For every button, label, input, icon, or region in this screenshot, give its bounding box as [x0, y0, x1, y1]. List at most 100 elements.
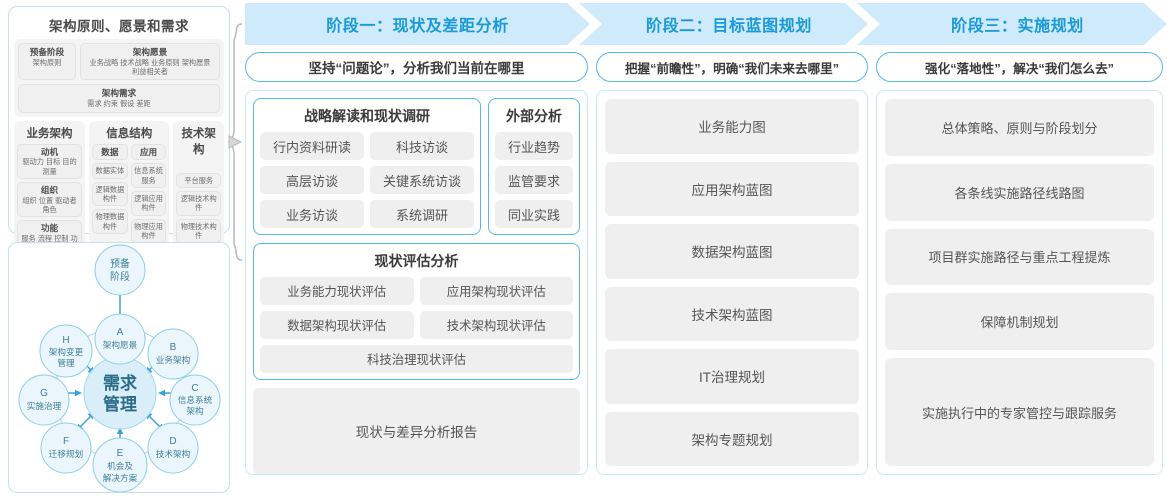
assessment-item-full[interactable]: 科技治理现状评估 — [260, 345, 573, 373]
research-item[interactable]: 关键系统访谈 — [370, 166, 474, 194]
application-item: 信息系统服务 — [130, 163, 167, 188]
svg-text:H: H — [62, 335, 69, 346]
data-item: 数据实体 — [92, 163, 128, 179]
application-item: 物理应用构件 — [130, 218, 167, 244]
phase-1-column: 坚持“问题论”，分析我们当前在哪里 战略解读和现状调研 行内资料研读 科技访谈 … — [245, 52, 588, 475]
business-architecture-column: 业务架构 动机 驱动力 目标 目的 测量 组织 组织 位置 驱动者 角色 功能 … — [14, 120, 86, 259]
svg-text:技术架构: 技术架构 — [156, 448, 191, 459]
phase-banner-arrows — [245, 3, 1167, 45]
phase-3-item-stack: 总体策略、原则与阶段划分 各条线实施路径线路图 项目群实施路径与重点工程提炼 保… — [885, 99, 1154, 466]
svg-text:架构: 架构 — [186, 405, 204, 416]
strategy-research-group[interactable]: 战略解读和现状调研 行内资料研读 科技访谈 高层访谈 关键系统访谈 业务访谈 系… — [253, 98, 481, 235]
external-item[interactable]: 行业趋势 — [495, 132, 573, 160]
phase-2-column: 把握“前瞻性”，明确“我们未来去哪里” 业务能力图 应用架构蓝图 数据架构蓝图 … — [596, 52, 868, 475]
framework-three-columns: 业务架构 动机 驱动力 目标 目的 测量 组织 组织 位置 驱动者 角色 功能 … — [14, 120, 224, 259]
data-head-box: 数据 — [92, 143, 128, 161]
adm-cycle-diagram: 需求 管理 预备 阶段 A 架构愿景 B 业务架构 C 信息系统 架构 — [18, 244, 221, 493]
svg-text:管理: 管理 — [57, 357, 75, 368]
adm-node-label: 架构愿景 — [103, 339, 138, 350]
adm-center-line1: 需求 — [103, 373, 137, 393]
prelim-box: 预备阶段 架构原则 — [18, 43, 76, 81]
svg-text:D: D — [169, 436, 176, 447]
phase-2-item[interactable]: IT治理规划 — [605, 349, 859, 404]
svg-text:F: F — [63, 436, 69, 447]
phase-1-body: 战略解读和现状调研 行内资料研读 科技访谈 高层访谈 关键系统访谈 业务访谈 系… — [245, 90, 588, 475]
left-column: 架构原则、愿景和需求 预备阶段 架构原则 架构愿景 业务战略 技术战略 业务原则… — [8, 6, 230, 493]
vision-sub: 业务战略 技术战略 业务原则 架构愿景 利益相关者 — [89, 57, 211, 77]
svg-text:E: E — [117, 448, 124, 459]
information-structure-head: 信息结构 — [106, 127, 153, 140]
phase-2-body: 业务能力图 应用架构蓝图 数据架构蓝图 技术架构蓝图 IT治理规划 架构专题规划 — [596, 90, 868, 475]
technology-item: 平台服务 — [176, 172, 221, 188]
research-item[interactable]: 高层访谈 — [260, 166, 364, 194]
data-subcolumn: 数据 数据实体 逻辑数据构件 物理数据构件 — [92, 143, 128, 244]
svg-text:业务架构: 业务架构 — [156, 354, 191, 365]
current-state-assessment-group[interactable]: 现状评估分析 业务能力现状评估 应用架构现状评估 数据架构现状评估 技术架构现状… — [253, 243, 580, 380]
phase-2-item[interactable]: 数据架构蓝图 — [605, 224, 859, 279]
phase-3-item[interactable]: 总体策略、原则与阶段划分 — [885, 99, 1154, 156]
phase-3-subtitle: 强化“落地性”，解决“我们怎么去” — [876, 52, 1163, 82]
requirement-head: 架构需求 — [101, 88, 137, 99]
phase-2-item[interactable]: 应用架构蓝图 — [605, 161, 859, 216]
assessment-item[interactable]: 数据架构现状评估 — [260, 311, 414, 339]
phase-2-item-stack: 业务能力图 应用架构蓝图 数据架构蓝图 技术架构蓝图 IT治理规划 架构专题规划 — [605, 99, 859, 466]
svg-text:架构变更: 架构变更 — [49, 346, 84, 357]
framework-title: 架构原则、愿景和需求 — [49, 19, 189, 34]
svg-text:C: C — [191, 383, 198, 394]
technology-architecture-column: 技术架构 平台服务 逻辑技术构件 物理技术构件 — [173, 120, 224, 259]
research-item[interactable]: 科技访谈 — [370, 132, 474, 160]
technology-item: 物理技术构件 — [176, 218, 221, 244]
adm-node-key: A — [117, 327, 124, 338]
assessment-title: 现状评估分析 — [374, 253, 459, 269]
svg-text:解决方案: 解决方案 — [103, 472, 138, 483]
prelim-head: 预备阶段 — [29, 47, 65, 57]
external-item[interactable]: 监管要求 — [495, 166, 573, 194]
external-item[interactable]: 同业实践 — [495, 200, 573, 228]
brace-connector-icon — [228, 23, 243, 261]
external-analysis-group[interactable]: 外部分析 行业趋势 监管要求 同业实践 — [488, 98, 580, 235]
research-item[interactable]: 业务访谈 — [260, 200, 364, 228]
assessment-item[interactable]: 应用架构现状评估 — [419, 277, 573, 305]
phase-3-item[interactable]: 保障机制规划 — [885, 293, 1154, 351]
research-item[interactable]: 行内资料研读 — [260, 132, 364, 160]
phase-3-column: 强化“落地性”，解决“我们怎么去” 总体策略、原则与阶段划分 各条线实施路径线路… — [876, 52, 1163, 475]
phase-3-banner-label: 阶段三：实施规划 — [951, 18, 1084, 35]
phase-2-item[interactable]: 架构专题规划 — [605, 411, 859, 466]
data-item: 逻辑数据构件 — [92, 181, 128, 207]
information-structure-column: 信息结构 数据 数据实体 逻辑数据构件 — [89, 120, 170, 259]
phase-3-item[interactable]: 各条线实施路径线路图 — [885, 163, 1154, 221]
svg-text:实施治理: 实施治理 — [27, 400, 62, 411]
phase-banner: 阶段一：现状及差距分析 阶段二：目标蓝图规划 阶段三：实施规划 — [245, 3, 1167, 45]
assessment-item[interactable]: 技术架构现状评估 — [419, 311, 573, 339]
phase-1-banner-label: 阶段一：现状及差距分析 — [326, 18, 509, 35]
research-item[interactable]: 系统调研 — [370, 200, 474, 228]
technology-item: 逻辑技术构件 — [176, 190, 221, 216]
requirement-sub: 需求 约束 假设 差距 — [87, 99, 151, 109]
svg-text:迁移规划: 迁移规划 — [49, 448, 83, 459]
requirement-box: 架构需求 需求 约束 假设 差距 — [18, 84, 220, 113]
application-item: 逻辑应用构件 — [130, 191, 167, 216]
assessment-item[interactable]: 业务能力现状评估 — [260, 277, 414, 305]
phase-3-item[interactable]: 项目群实施路径与重点工程提炼 — [885, 228, 1154, 286]
phase-2-subtitle: 把握“前瞻性”，明确“我们未来去哪里” — [596, 52, 868, 82]
adm-prelim-line1: 预备 — [110, 257, 130, 270]
adm-prelim-line2: 阶段 — [110, 270, 130, 283]
phase-2-item[interactable]: 业务能力图 — [605, 99, 859, 154]
vision-box: 架构愿景 业务战略 技术战略 业务原则 架构愿景 利益相关者 — [80, 43, 220, 81]
phase-1-subtitle: 坚持“问题论”，分析我们当前在哪里 — [245, 52, 588, 82]
external-analysis-title: 外部分析 — [506, 108, 562, 124]
business-architecture-head: 业务架构 — [26, 127, 73, 140]
phase-3-item[interactable]: 实施执行中的专家管控与跟踪服务 — [885, 358, 1154, 466]
architecture-framework-card: 架构原则、愿景和需求 预备阶段 架构原则 架构愿景 业务战略 技术战略 业务原则… — [8, 6, 230, 309]
vision-head: 架构愿景 — [132, 47, 168, 57]
phase-1-report-card[interactable]: 现状与差异分析报告 — [253, 388, 580, 474]
business-item: 动机 驱动力 目标 目的 测量 — [17, 143, 83, 179]
phase-1-top-row: 战略解读和现状调研 行内资料研读 科技访谈 高层访谈 关键系统访谈 业务访谈 系… — [253, 98, 580, 235]
phase-2-item[interactable]: 技术架构蓝图 — [605, 286, 859, 341]
svg-text:信息系统: 信息系统 — [178, 394, 213, 405]
framework-top-section: 预备阶段 架构原则 架构愿景 业务战略 技术战略 业务原则 架构愿景 利益相关者… — [14, 39, 224, 117]
svg-text:B: B — [170, 342, 177, 353]
data-item: 物理数据构件 — [92, 209, 128, 235]
business-item: 组织 组织 位置 驱动者 角色 — [17, 182, 83, 218]
